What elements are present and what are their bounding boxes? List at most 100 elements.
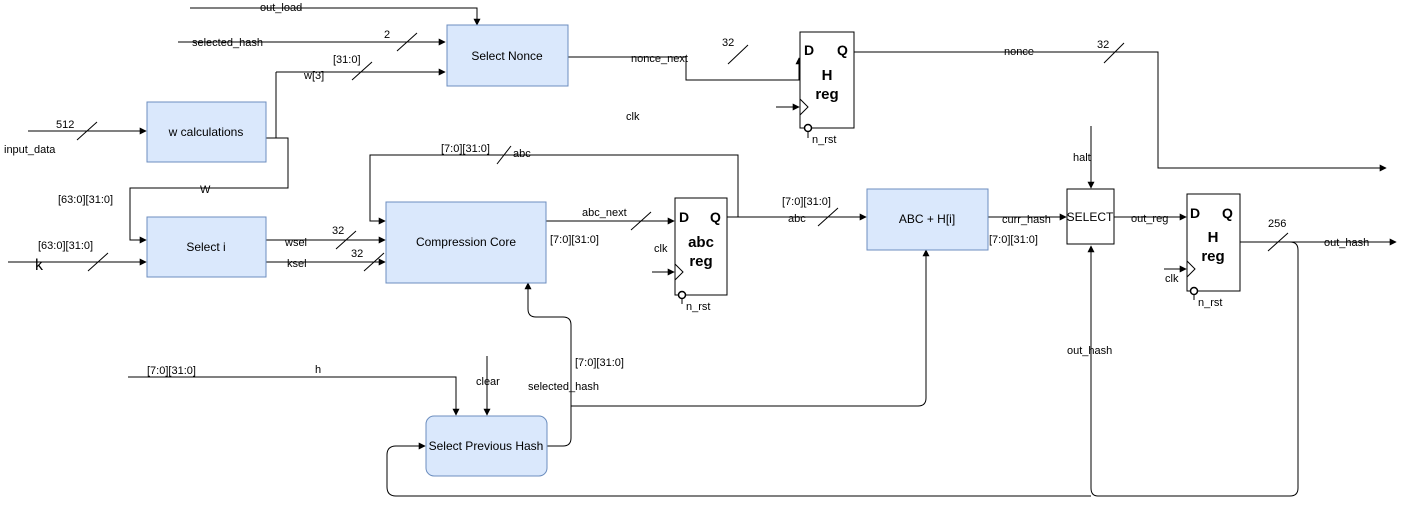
abc-reg-line2: reg [689,253,712,270]
select-nonce-block: Select Nonce [446,24,569,87]
label-h: h [315,364,321,376]
wire-nonce-next [568,56,803,81]
label-selected-hash-range: [7:0][31:0] [575,357,624,369]
label-width-2: 2 [384,29,390,41]
label-width-256: 256 [1268,218,1286,230]
wire-w-bus [129,137,289,244]
label-range-31-0: [31:0] [333,54,361,66]
select-label: SELECT [1067,210,1114,224]
wire-out-hash-feedback [1087,241,1299,497]
hash-reg-line2: reg [1201,248,1224,265]
bus-slashes [76,32,1289,272]
compression-core-label: Compression Core [416,235,516,249]
wire-out-load [190,7,481,26]
label-out-reg: out_reg [1131,213,1168,225]
abc-reg-reset-bubble [677,290,687,300]
wire-nonce [854,51,1387,172]
compression-core-block: Compression Core [385,201,547,284]
label-out-hash-feedback: out_hash [1067,345,1112,357]
label-w-range: [63:0][31:0] [58,194,113,206]
slash-nonce [1103,42,1125,64]
slash-out-hash [1267,232,1289,252]
label-abc-next: abc_next [582,207,627,219]
label-input-data: input_data [4,144,56,156]
label-core-out-range: [7:0][31:0] [550,234,599,246]
select-previous-hash-label: Select Previous Hash [429,439,544,453]
label-w3: w[3] [303,70,324,82]
abc-reg-d: D [679,209,689,225]
slash-nonce-next [727,44,749,65]
label-nonce: nonce [1004,46,1034,58]
label-abc-range: [7:0][31:0] [782,196,831,208]
wire-hash-return [386,442,1091,497]
hash-reg-d: D [1190,205,1200,221]
label-selected-hash: selected_hash [528,381,599,393]
label-k: k [35,257,44,274]
wire-selected-hash-core [524,282,572,447]
label-k-range: [63:0][31:0] [38,240,93,252]
nonce-reg-d: D [804,42,814,58]
select-nonce-label: Select Nonce [471,49,543,63]
label-curr-hash-range: [7:0][31:0] [989,234,1038,246]
hash-reg-clock-triangle [1186,260,1196,278]
label-halt: halt [1073,152,1091,164]
label-width-512: 512 [56,119,74,131]
abc-plus-h-label: ABC + H[i] [899,212,955,226]
hash-reg-reset-label: n_rst [1198,297,1222,309]
hash-reg-clk-label: clk [1165,273,1179,285]
label-abc: abc [788,213,806,225]
nonce-reg-line2: reg [815,86,838,103]
nonce-register: D Q H reg n_rst [799,31,855,146]
select-block: SELECT [1066,188,1115,245]
hash-register: D Q H reg n_rst clk [1165,193,1241,309]
abc-reg-clk-label: clk [654,243,668,255]
slash-selected-hash [396,32,418,52]
w-calculations-block: w calculations [146,101,267,163]
label-clk: clk [626,111,640,123]
nonce-reg-line1: H [822,67,833,84]
wire-selected-hash-abc [571,249,930,407]
label-clear: clear [476,376,500,388]
slash-w3 [351,61,373,81]
abc-reg-line1: abc [688,234,714,251]
label-width-32-wsel: 32 [332,225,344,237]
abc-reg-q: Q [710,209,721,225]
label-curr-hash: curr_hash [1002,214,1051,226]
label-abc-feedback-range: [7:0][31:0] [441,143,490,155]
label-out-hash: out_hash [1324,237,1369,249]
abc-register: D Q abc reg n_rst clk [654,197,728,313]
w-calculations-label: w calculations [168,125,244,139]
abc-reg-clock-triangle [674,263,684,281]
signal-labels: out_load selected_hash 2 [31:0] w[3] non… [4,2,1369,393]
abc-plus-h-block: ABC + H[i] [866,188,989,251]
label-w-bus: W [200,184,211,196]
hash-reg-q: Q [1222,205,1233,221]
label-width-32-nonce-next: 32 [722,37,734,49]
label-nonce-next: nonce_next [631,53,688,65]
abc-reg-reset-label: n_rst [686,301,710,313]
hash-reg-reset-bubble [1189,286,1199,296]
select-previous-hash-block: Select Previous Hash [425,415,548,477]
label-selected-hash-top: selected_hash [192,37,263,49]
slash-abc-feedback [496,145,512,165]
label-h-range: [7:0][31:0] [147,365,196,377]
wires [8,7,1397,497]
nonce-reg-reset-label: n_rst [812,134,836,146]
label-width-32-nonce: 32 [1097,39,1109,51]
hash-reg-line1: H [1208,229,1219,246]
label-wsel: wsel [284,237,307,249]
slash-k [87,252,109,272]
select-i-label: Select i [186,240,225,254]
slash-abc [817,207,839,227]
slash-wsel [335,230,357,250]
wire-wcalc-up [266,72,277,139]
slash-ksel [363,252,385,272]
nonce-reg-clock-triangle [799,98,809,116]
label-width-32-ksel: 32 [351,248,363,260]
label-abc-feedback: abc [513,148,531,160]
slash-abc-next [630,211,652,231]
label-out-load: out_load [260,2,302,14]
nonce-reg-reset-bubble [803,123,813,133]
select-i-block: Select i [146,216,267,278]
